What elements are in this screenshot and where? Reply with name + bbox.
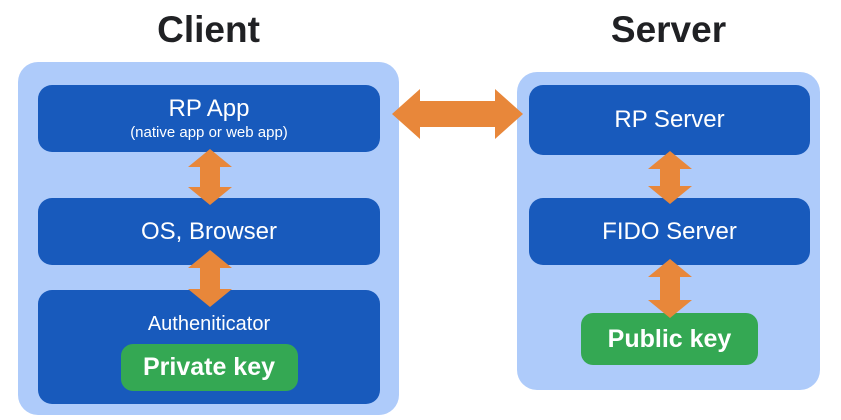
public-key-label: Public key	[607, 324, 732, 353]
rp-app-sublabel: (native app or web app)	[130, 123, 288, 141]
rp-server-box: RP Server	[529, 85, 810, 155]
server-title: Server	[610, 9, 727, 50]
os-browser-label: OS, Browser	[140, 217, 278, 245]
fido-server-box: FIDO Server	[529, 198, 810, 265]
private-key-box: Private key	[120, 344, 298, 391]
rp-server-label: RP Server	[614, 106, 725, 133]
fido-server-public-key-arrow-icon	[648, 259, 692, 318]
public-key-box: Public key	[581, 313, 758, 365]
os-browser-authenticator-arrow-icon	[188, 250, 232, 307]
rp-server-fido-server-arrow-icon	[648, 151, 692, 204]
rp-app-label: RP App	[168, 94, 250, 122]
rp-app-box: RP App (native app or web app)	[38, 85, 380, 152]
rp-app-os-browser-arrow-icon	[188, 149, 232, 205]
fido-server-label: FIDO Server	[602, 217, 737, 245]
private-key-label: Private key	[142, 353, 276, 381]
client-server-bidirectional-arrow-icon	[392, 89, 523, 139]
authenticator-box: Autheniticator Private key	[38, 290, 380, 404]
client-title: Client	[157, 9, 260, 50]
authenticator-label: Autheniticator	[147, 313, 271, 335]
